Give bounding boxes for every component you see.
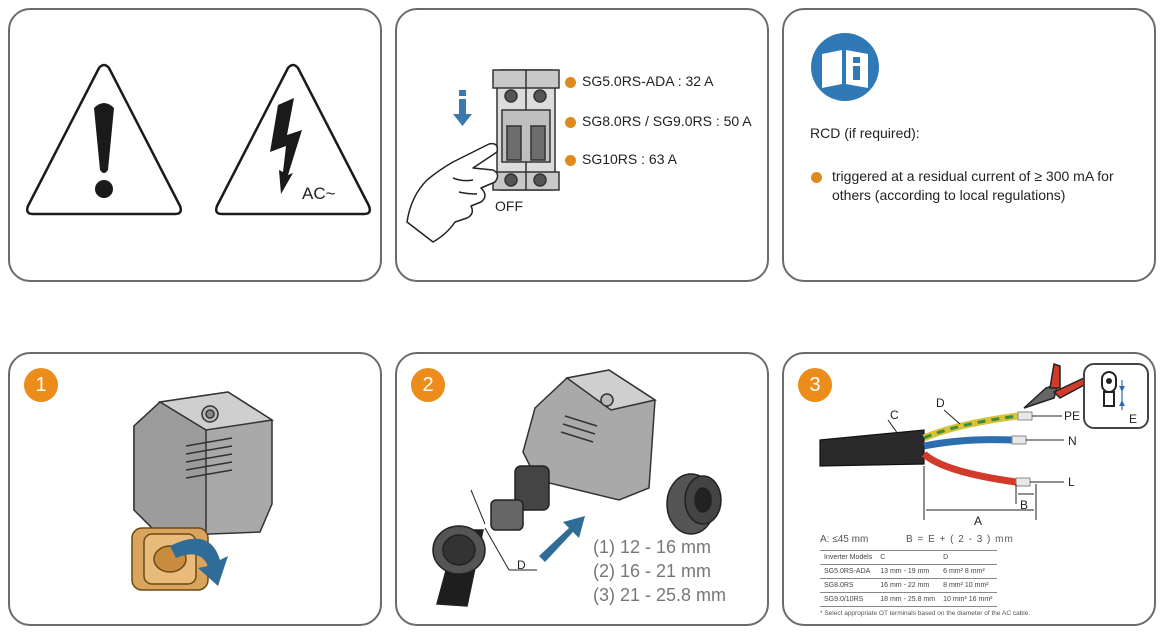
connector-housing-icon	[133, 391, 275, 537]
ac-cable-icon	[819, 411, 1033, 487]
label-pe: PE	[1064, 409, 1081, 423]
table-cell: 6 mm² 8 mm²	[939, 564, 997, 579]
rating-sg10: SG10RS : 63 A	[582, 151, 677, 167]
range-3: (3) 21 - 25.8 mm	[593, 585, 727, 605]
label-c: C	[890, 408, 899, 422]
warning-symbols	[25, 63, 372, 216]
down-arrow-icon	[453, 90, 472, 126]
table-cell: 10 mm² 16 mm²	[939, 592, 997, 607]
rcd-text-line1: triggered at a residual current of ≥ 300…	[832, 168, 1114, 184]
step-badge: 1	[24, 368, 58, 402]
rcd-heading: RCD (if required):	[810, 125, 920, 141]
cable-stripping-illustration	[819, 363, 1149, 520]
cable-icon	[432, 465, 550, 607]
bullet	[811, 172, 822, 183]
wire-stripper-icon	[1023, 363, 1087, 409]
cable-gland-icon	[131, 527, 209, 591]
table-header: C	[876, 550, 940, 565]
dimension-lines	[887, 409, 1064, 520]
formula-a: A: ≤45 mm	[820, 534, 869, 545]
table-header: D	[939, 550, 997, 565]
label-n: N	[1068, 434, 1077, 448]
step-badge: 2	[411, 368, 445, 402]
ac-label: AC~	[302, 184, 336, 203]
rcd-panel: RCD (if required): triggered at a residu…	[782, 8, 1156, 282]
breaker-panel: OFF SG5.0RS-ADA : 32 A SG8.0RS / SG9.0RS…	[395, 8, 769, 282]
table-header: Inverter Models	[820, 550, 877, 565]
rating-sg5: SG5.0RS-ADA : 32 A	[582, 73, 714, 89]
table-row: SG8.0RS 16 mm - 22 mm 8 mm² 10 mm²	[820, 578, 997, 593]
label-a: A	[974, 514, 983, 528]
seal-ring-icon	[666, 473, 722, 535]
step-badge: 3	[798, 368, 832, 402]
table-cell: 16 mm - 22 mm	[876, 578, 940, 593]
table-cell: SG5.0RS-ADA	[820, 564, 877, 579]
step-1-panel: 1	[8, 352, 382, 626]
d-label: D	[517, 558, 526, 572]
rating-sg8-sg9: SG8.0RS / SG9.0RS : 50 A	[582, 113, 752, 129]
table-cell: 13 mm - 19 mm	[876, 564, 940, 579]
rcd-text-line2: others (according to local regulations)	[832, 187, 1066, 203]
bullet	[565, 155, 576, 166]
range-1: (1) 12 - 16 mm	[593, 537, 712, 557]
high-voltage-warning-icon	[214, 63, 372, 216]
bullet	[565, 77, 576, 88]
table-cell: SG9.0/10RS	[820, 592, 877, 607]
connector-housing-icon	[522, 369, 657, 501]
formula-b: B = E + ( 2 - 3 ) mm	[906, 534, 1014, 545]
off-label: OFF	[495, 198, 523, 214]
label-d: D	[936, 396, 945, 410]
breaker-illustration	[406, 69, 560, 243]
step-3-panel: 3	[782, 352, 1156, 626]
label-e: E	[1129, 412, 1138, 426]
connector-illustration	[131, 391, 275, 591]
label-l: L	[1068, 475, 1075, 489]
insert-arrow-icon	[539, 516, 585, 562]
spec-table: Inverter Models C D SG5.0RS-ADA 13 mm - …	[820, 550, 997, 607]
table-row: SG5.0RS-ADA 13 mm - 19 mm 6 mm² 8 mm²	[820, 564, 997, 579]
range-2: (2) 16 - 21 mm	[593, 561, 712, 581]
circuit-breaker-icon	[492, 69, 560, 191]
table-cell: 8 mm² 10 mm²	[939, 578, 997, 593]
exclamation-warning-icon	[25, 63, 183, 216]
rotate-arrow-icon	[170, 538, 228, 586]
table-row: SG9.0/10RS 18 mm - 25.8 mm 10 mm² 16 mm²	[820, 592, 997, 607]
table-cell: 18 mm - 25.8 mm	[876, 592, 940, 607]
ot-terminal-inset-icon	[1083, 363, 1149, 429]
leader-line	[484, 527, 510, 571]
step-2-panel: 2 D (1) 12 - 16 mm (2) 16 - 21 mm (3)	[395, 352, 769, 626]
table-cell: SG8.0RS	[820, 578, 877, 593]
footnote: * Select appropriate OT terminals based …	[820, 610, 1031, 617]
label-b: B	[1020, 498, 1029, 512]
hand-icon	[406, 142, 499, 243]
warning-panel: AC~	[8, 8, 382, 282]
disassembly-illustration	[432, 369, 722, 607]
bullet	[565, 117, 576, 128]
manual-info-icon	[811, 33, 879, 101]
